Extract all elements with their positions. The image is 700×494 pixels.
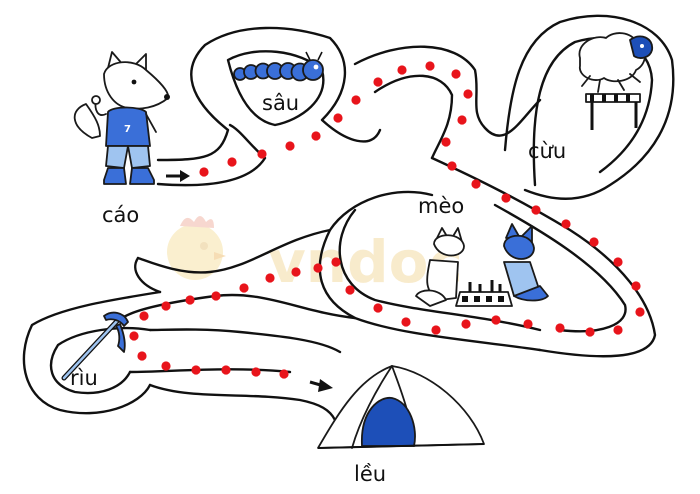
path-dot [631, 281, 641, 291]
pickaxe-icon [61, 311, 129, 381]
dotted-path [129, 61, 645, 379]
path-dot [561, 219, 571, 229]
path-dot [291, 267, 301, 277]
path-dot [613, 325, 623, 335]
path-dot [139, 311, 149, 321]
path-dot [227, 157, 237, 167]
path-dot [137, 351, 147, 361]
arrow-right-icon [166, 170, 190, 182]
path-dot [531, 205, 541, 215]
path-dot [457, 115, 467, 125]
path-dot [585, 327, 595, 337]
path-dot [199, 167, 209, 177]
path-dot [613, 257, 623, 267]
path-dot [441, 137, 451, 147]
path-dot [461, 319, 471, 329]
path-dot [191, 365, 201, 375]
path-dot [373, 303, 383, 313]
watermark: vndoc [167, 216, 463, 296]
path-dot [401, 317, 411, 327]
caterpillar-label: sâu [262, 91, 299, 115]
pickaxe-label: rìu [70, 366, 98, 390]
path-dot [257, 149, 267, 159]
path-dot [161, 301, 171, 311]
path-dot [555, 323, 565, 333]
fox-label: cáo [102, 203, 139, 227]
path-dot [447, 161, 457, 171]
path-dot [333, 113, 343, 123]
path-dot [331, 257, 341, 267]
path-dot [161, 361, 171, 371]
hurdle-icon [585, 93, 641, 130]
sheep-label: cừu [528, 139, 566, 163]
path-dot [431, 325, 441, 335]
cats-playing-chess-icon [415, 223, 549, 307]
path-dot [265, 273, 275, 283]
path-dot [251, 367, 261, 377]
fox-shirt-number: 7 [124, 124, 131, 135]
path-dot [211, 291, 221, 301]
path-dot [313, 263, 323, 273]
path-dot [373, 77, 383, 87]
path-dot [311, 131, 321, 141]
fox-icon: 7 [73, 51, 170, 185]
path-dot [185, 295, 195, 305]
path-dot [501, 193, 511, 203]
caterpillar-icon [233, 51, 324, 82]
path-dot [345, 285, 355, 295]
path-dot [239, 283, 249, 293]
path-dot [451, 69, 461, 79]
path-dot [351, 95, 361, 105]
path-dot [397, 65, 407, 75]
path-dot [285, 141, 295, 151]
path-dot [523, 319, 533, 329]
tent-label: lều [354, 462, 386, 486]
sheep-icon [578, 32, 653, 93]
maze-walls [22, 14, 675, 422]
path-dot [129, 331, 139, 341]
path-dot [471, 179, 481, 189]
tent-icon [317, 365, 485, 449]
path-dot [221, 365, 231, 375]
path-dot [491, 315, 501, 325]
path-dot [463, 89, 473, 99]
path-dot [589, 237, 599, 247]
cat-label: mèo [418, 194, 464, 218]
path-dot [635, 307, 645, 317]
path-dot [279, 369, 289, 379]
rooster-logo-icon [167, 216, 226, 280]
path-dot [425, 61, 435, 71]
arrow-right-icon [309, 379, 333, 392]
